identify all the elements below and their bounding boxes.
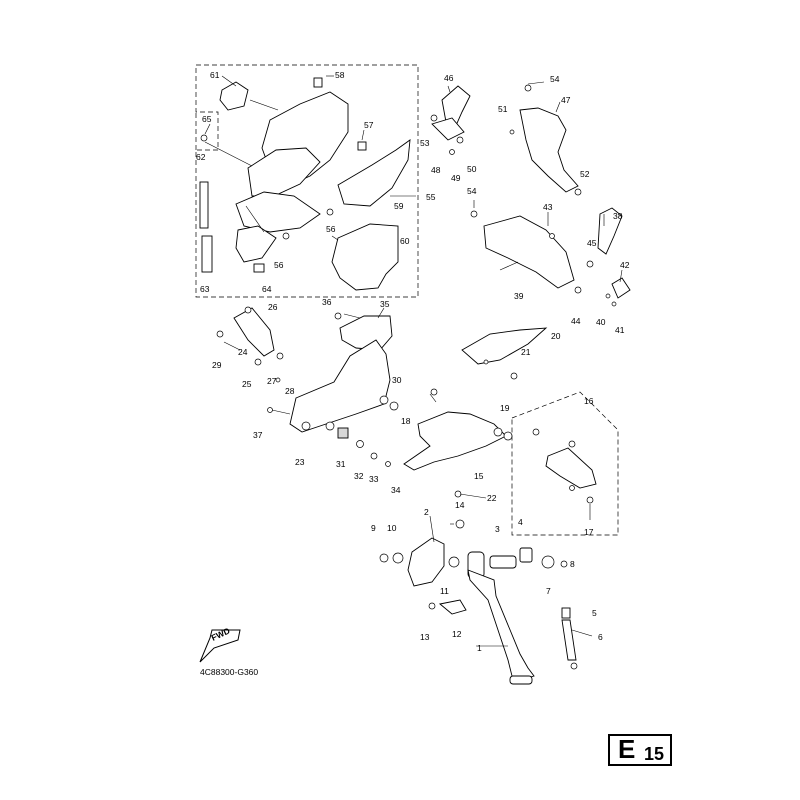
callout-42: 42 (620, 260, 630, 270)
callout-44: 44 (571, 316, 581, 326)
callout-26: 26 (268, 302, 278, 312)
callout-48: 48 (431, 165, 441, 175)
callout-16: 16 (584, 396, 594, 406)
callout-14: 14 (455, 500, 465, 510)
callout-54: 54 (550, 74, 560, 84)
fwd-arrow-icon: FWD (199, 626, 241, 663)
callout-2: 2 (424, 507, 429, 517)
callout-45: 45 (587, 238, 597, 248)
callout-62: 62 (196, 152, 206, 162)
callout-50: 50 (467, 164, 477, 174)
callout-9: 9 (371, 523, 376, 533)
catalog-code: 4C88300-G360 (200, 667, 258, 677)
callout-65: 65 (202, 114, 212, 124)
callout-52: 52 (580, 169, 590, 179)
callout-34: 34 (391, 485, 401, 495)
callout-3: 3 (495, 524, 500, 534)
group-box-16 (511, 391, 619, 536)
callout-32: 32 (354, 471, 364, 481)
callout-35: 35 (380, 299, 390, 309)
callout-20: 20 (551, 331, 561, 341)
callout-27: 27 (267, 376, 277, 386)
callout-57: 57 (364, 120, 374, 130)
callout-11: 11 (440, 586, 449, 596)
callout-63: 63 (200, 284, 210, 294)
callout-49: 49 (451, 173, 461, 183)
page-code-letter: E (618, 734, 636, 764)
callout-21: 21 (521, 347, 531, 357)
page-code-number: 15 (644, 744, 665, 764)
callout-59: 59 (394, 201, 404, 211)
callout-23: 23 (295, 457, 305, 467)
callout-31: 31 (336, 459, 346, 469)
callout-58: 58 (335, 70, 345, 80)
callout-40: 40 (596, 317, 606, 327)
side-stand-part (379, 515, 593, 685)
callout-53: 53 (420, 138, 430, 148)
callout-56-lower: 56 (274, 260, 284, 270)
callout-30: 30 (392, 375, 402, 385)
callout-10: 10 (387, 523, 397, 533)
callout-38: 38 (613, 211, 623, 221)
callout-39: 39 (514, 291, 524, 301)
callout-13: 13 (420, 632, 430, 642)
page-code-badge: E 15 (608, 734, 672, 766)
callout-8: 8 (570, 559, 575, 569)
callout-6: 6 (598, 632, 603, 642)
callout-51: 51 (498, 104, 508, 114)
callout-18: 18 (401, 416, 411, 426)
callout-60: 60 (400, 236, 410, 246)
callout-61: 61 (210, 70, 220, 80)
callout-labels: 1 2 3 4 5 6 7 8 9 10 11 12 13 14 15 16 1… (196, 70, 630, 653)
callout-4: 4 (518, 517, 523, 527)
rear-footrest-part (430, 81, 631, 307)
footpeg-assembly-part (532, 428, 597, 520)
callout-54-lower: 54 (467, 186, 477, 196)
callout-1: 1 (477, 643, 482, 653)
callout-17: 17 (584, 527, 594, 537)
callout-64: 64 (262, 284, 272, 294)
group-box-55 (195, 64, 419, 298)
callout-12: 12 (452, 629, 462, 639)
callout-56: 56 (326, 224, 336, 234)
callout-43: 43 (543, 202, 553, 212)
callout-37: 37 (253, 430, 263, 440)
callout-55: 55 (426, 192, 436, 202)
callout-24: 24 (238, 347, 248, 357)
callout-28: 28 (285, 386, 295, 396)
callout-22: 22 (487, 493, 497, 503)
right-bracket-part (403, 327, 548, 499)
callout-7: 7 (546, 586, 551, 596)
left-bracket-part (216, 306, 399, 467)
callout-25: 25 (242, 379, 252, 389)
callout-33: 33 (369, 474, 379, 484)
callout-36: 36 (322, 297, 332, 307)
callout-5: 5 (592, 608, 597, 618)
callout-15: 15 (474, 471, 484, 481)
callout-47: 47 (561, 95, 571, 105)
callout-29: 29 (212, 360, 222, 370)
callout-46: 46 (444, 73, 454, 83)
callout-19: 19 (500, 403, 510, 413)
callout-41: 41 (615, 325, 625, 335)
side-cover-part (199, 75, 416, 291)
